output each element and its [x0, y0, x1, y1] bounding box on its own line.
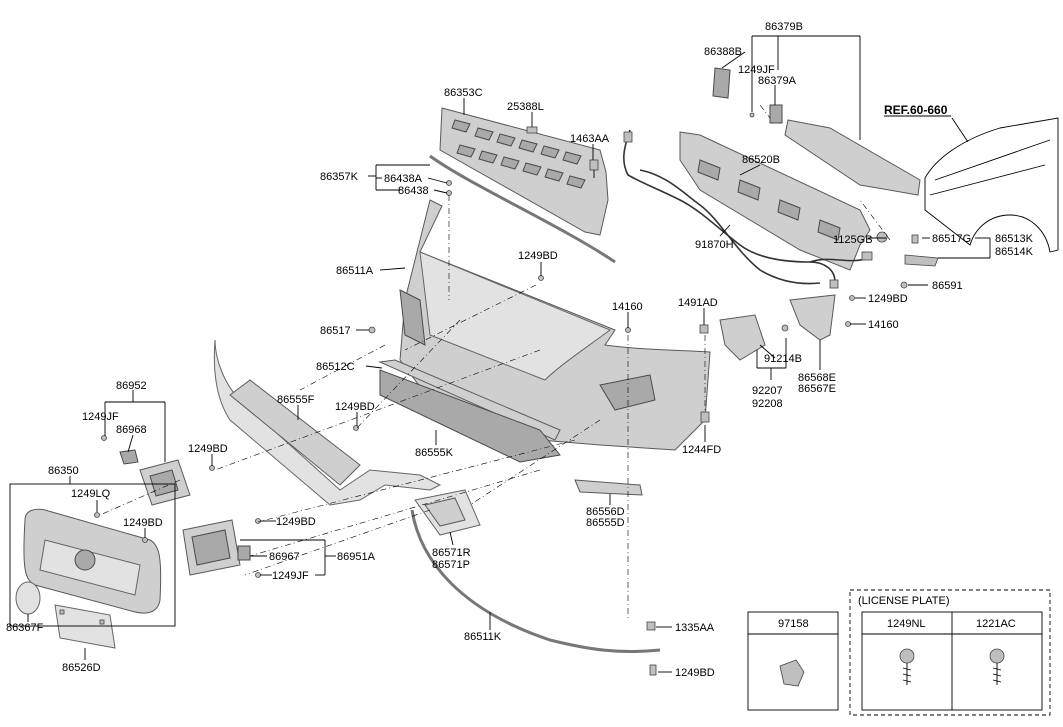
kit-box-label: 97158	[778, 618, 809, 630]
label-1249BD-g: 1249BD	[675, 667, 715, 679]
label-86520B: 86520B	[742, 154, 780, 166]
label-86511K: 86511K	[464, 631, 502, 643]
screw-1249NL-drawing	[899, 648, 915, 685]
wiring-harness-drawing	[623, 129, 873, 289]
label-14160-a: 14160	[612, 301, 643, 313]
license-plate-title: (LICENSE PLATE)	[858, 595, 950, 607]
grille-upper-bracket-drawing	[439, 107, 609, 236]
label-86438: 86438	[398, 185, 429, 197]
label-86511A: 86511A	[336, 265, 374, 277]
lower-molding-drawing	[410, 509, 661, 654]
screw-1221AC-drawing	[989, 648, 1005, 685]
label-86379B: 86379B	[765, 21, 803, 33]
label-86513K: 86513K	[995, 233, 1034, 245]
label-86555D: 86555D	[586, 517, 625, 529]
clip-25388L-drawing	[526, 126, 538, 134]
label-1249JF-low: 1249JF	[272, 570, 309, 582]
label-1335AA: 1335AA	[675, 622, 715, 634]
lower-grille-86555K-drawing	[379, 369, 561, 463]
grille-frame-drawing	[213, 339, 442, 506]
label-1491AD: 1491AD	[678, 297, 718, 309]
upper-strip-drawing	[429, 154, 616, 264]
part-labels: 86379B 86388B 1249JF 86379A REF.60-660 8…	[6, 21, 1034, 679]
label-1249JF-top: 1249JF	[738, 64, 775, 76]
emblem-drawing	[15, 581, 41, 615]
label-86591: 86591	[932, 280, 963, 292]
back-beam-drawing	[712, 67, 921, 196]
label-86952: 86952	[116, 380, 147, 392]
front-fender-drawing	[924, 117, 1059, 253]
label-1125GB: 1125GB	[833, 234, 873, 246]
label-86567E: 86567E	[798, 383, 836, 395]
front-bumper-cover-drawing	[399, 199, 711, 451]
label-86568E: 86568E	[798, 372, 836, 384]
label-86526D: 86526D	[62, 662, 101, 674]
label-1244FD: 1244FD	[682, 444, 721, 456]
side-bracket-86556D-drawing	[574, 479, 643, 496]
label-86555K: 86555K	[415, 447, 454, 459]
lamp-bracket-91214B-drawing	[719, 314, 766, 361]
label-86968: 86968	[116, 424, 147, 436]
label-1249BD-e: 1249BD	[123, 517, 163, 529]
leader-lines	[9, 35, 991, 673]
label-1463AA: 1463AA	[570, 133, 610, 145]
label-86388B: 86388B	[704, 46, 742, 58]
label-92208: 92208	[752, 398, 783, 410]
kit-box-97158	[747, 611, 839, 711]
label-86379A: 86379A	[758, 75, 797, 87]
license-plate-bracket-drawing	[54, 604, 116, 649]
bolt-1463AA-drawing	[589, 159, 599, 178]
license-plate-col1: 1249NL	[887, 618, 926, 630]
alignment-lines	[99, 104, 891, 620]
label-86571P: 86571P	[432, 559, 470, 571]
label-ref-60-660: REF.60-660	[884, 103, 948, 117]
label-86967: 86967	[269, 551, 300, 563]
label-86556D: 86556D	[586, 506, 625, 518]
label-1249JF-left: 1249JF	[82, 411, 119, 423]
license-plate-col2: 1221AC	[976, 618, 1016, 630]
label-1249BD-f: 1249BD	[276, 516, 316, 528]
label-1249BD-a: 1249BD	[518, 250, 558, 262]
side-bracket-86568E-drawing	[789, 294, 836, 341]
grille-86350-drawing	[23, 508, 162, 614]
label-86555F: 86555F	[277, 394, 315, 406]
license-plate-box	[849, 589, 1051, 716]
fog-lamp-cover-drawing	[414, 489, 481, 536]
label-14160-b: 14160	[868, 319, 899, 331]
label-86512C: 86512C	[316, 361, 355, 373]
label-86571R: 86571R	[432, 547, 471, 559]
label-1249BD-d: 1249BD	[188, 443, 228, 455]
label-91870H: 91870H	[695, 239, 734, 251]
fog-lamp-bracket-left-drawing	[119, 449, 191, 506]
impact-absorber-drawing	[679, 131, 871, 271]
label-91214B: 91214B	[764, 353, 802, 365]
label-1249LQ: 1249LQ	[71, 488, 111, 500]
label-86514K: 86514K	[995, 246, 1034, 258]
label-86438A: 86438A	[384, 173, 423, 185]
label-86350: 86350	[48, 465, 79, 477]
label-92207: 92207	[752, 385, 783, 397]
label-86357K: 86357K	[320, 171, 359, 183]
label-1249BD-c: 1249BD	[335, 401, 375, 413]
label-86517G: 86517G	[932, 233, 971, 245]
label-86367F: 86367F	[6, 622, 44, 634]
fog-lamp-bracket-lower-drawing	[182, 519, 251, 576]
label-86353C: 86353C	[444, 87, 483, 99]
label-25388L: 25388L	[507, 101, 544, 113]
label-1249BD-b: 1249BD	[868, 293, 908, 305]
label-86517: 86517	[320, 325, 351, 337]
label-86951A: 86951A	[337, 551, 376, 563]
